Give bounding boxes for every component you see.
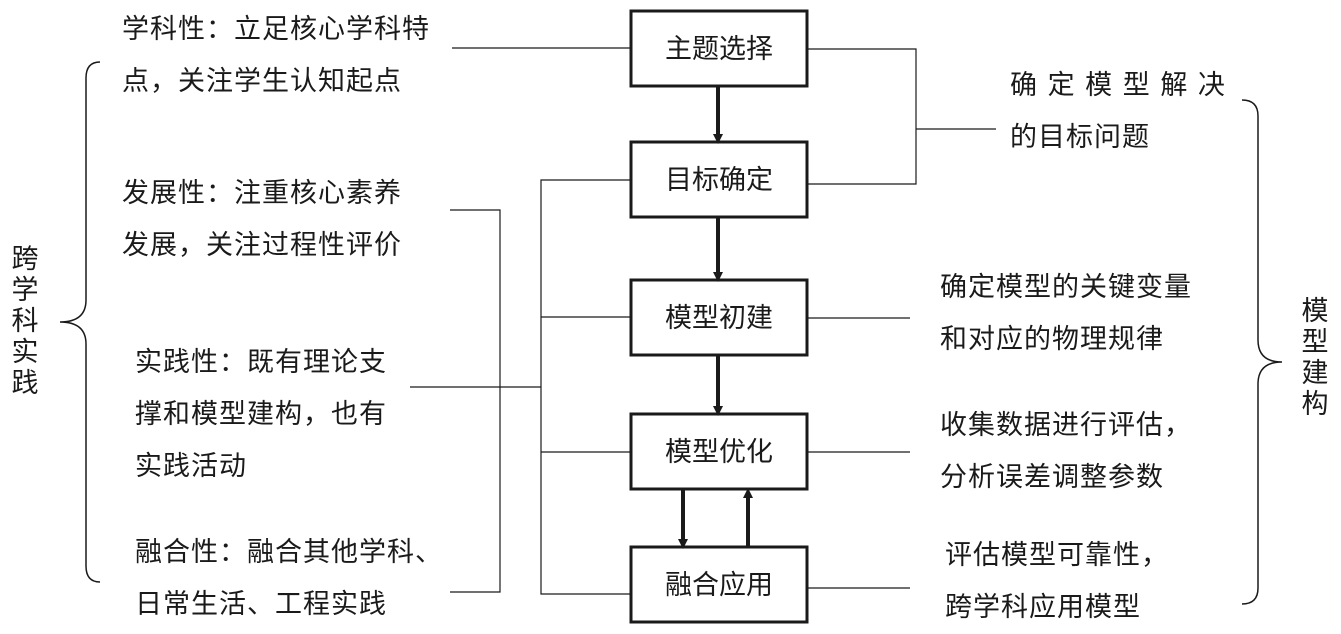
right-note-4-line1: 评估模型可靠性， xyxy=(945,540,1169,571)
left-item-3-line3: 实践活动 xyxy=(135,451,247,482)
right-note-3: 收集数据进行评估， 分析误差调整参数 xyxy=(940,400,1192,504)
connector-left-bracket xyxy=(410,209,541,593)
left-item-3: 实践性：既有理论支 撑和模型建构，也有 实践活动 xyxy=(135,337,387,493)
left-item-4: 融合性：融合其他学科、 日常生活、工程实践 xyxy=(135,527,443,631)
left-brace xyxy=(59,61,101,583)
right-note-2-line2: 和对应的物理规律 xyxy=(940,324,1164,355)
right-note-2-line1: 确定模型的关键变量 xyxy=(940,272,1192,303)
left-group-title: 跨学科实践 xyxy=(11,244,39,399)
right-note-3-line2: 分析误差调整参数 xyxy=(940,462,1164,493)
right-note-3-line1: 收集数据进行评估， xyxy=(940,410,1192,441)
left-item-1: 学科性：立足核心学科特 点，关注学生认知起点 xyxy=(122,4,430,108)
connector-left-spine xyxy=(540,179,631,595)
step-label-5: 融合应用 xyxy=(665,570,773,601)
step-label-2: 目标确定 xyxy=(665,165,773,196)
right-group-title: 模型建构 xyxy=(1301,296,1329,420)
left-item-2: 发展性：注重核心素养 发展，关注过程性评价 xyxy=(122,168,402,272)
right-brace xyxy=(1241,99,1283,605)
left-item-2-line1: 发展性：注重核心素养 xyxy=(122,178,402,209)
left-item-3-line2: 撑和模型建构，也有 xyxy=(135,399,387,430)
left-item-4-line2: 日常生活、工程实践 xyxy=(135,589,387,620)
left-item-4-line1: 融合性：融合其他学科、 xyxy=(135,537,443,568)
right-note-1-line2: 的目标问题 xyxy=(1010,122,1150,153)
connector-right-top xyxy=(807,48,996,185)
right-note-4: 评估模型可靠性， 跨学科应用模型 xyxy=(945,530,1169,634)
step-label-3: 模型初建 xyxy=(665,303,773,334)
right-note-1: 确 定 模 型 解 决 的目标问题 xyxy=(1010,60,1226,164)
step-label-1: 主题选择 xyxy=(665,34,773,65)
step-box-5 xyxy=(629,545,809,624)
left-item-1-line2: 点，关注学生认知起点 xyxy=(122,66,402,97)
left-item-1-line1: 学科性：立足核心学科特 xyxy=(122,14,430,45)
left-item-2-line2: 发展，关注过程性评价 xyxy=(122,230,402,261)
left-item-3-line1: 实践性：既有理论支 xyxy=(135,347,387,378)
right-note-1-line1: 确 定 模 型 解 决 xyxy=(1010,70,1226,101)
right-note-4-line2: 跨学科应用模型 xyxy=(945,592,1141,623)
right-note-2: 确定模型的关键变量 和对应的物理规律 xyxy=(940,262,1192,366)
step-label-4: 模型优化 xyxy=(665,437,773,468)
